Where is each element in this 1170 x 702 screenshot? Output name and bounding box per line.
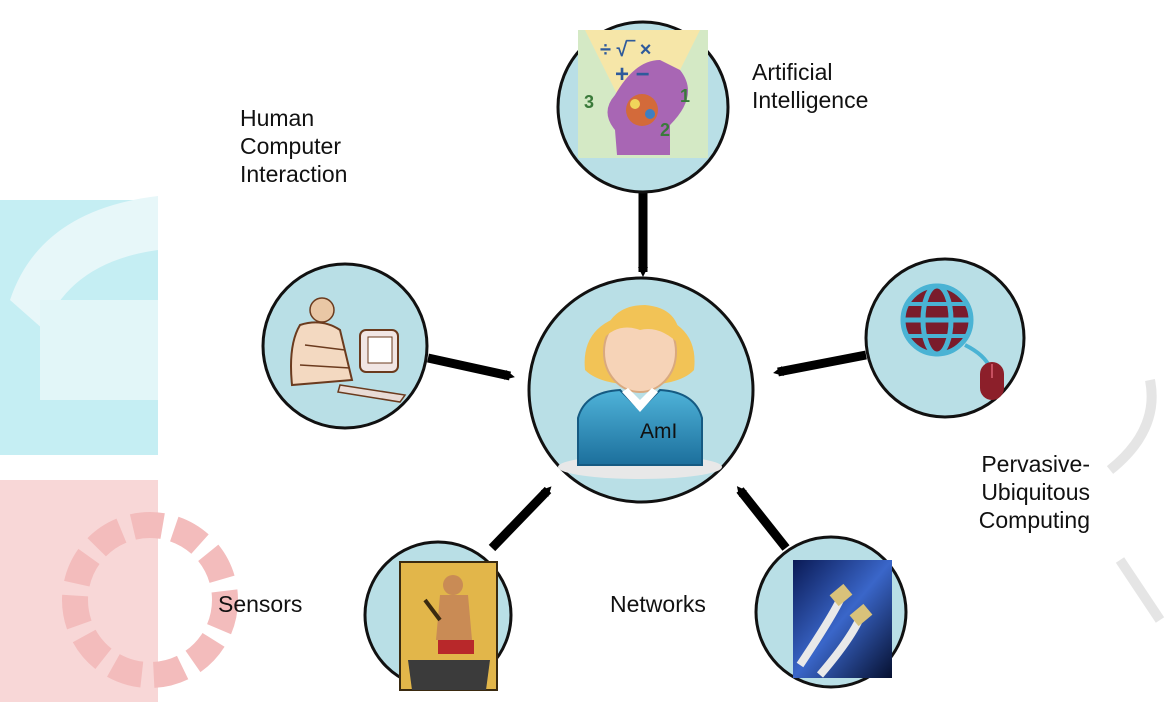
arrow-networks-to-center [736, 486, 790, 551]
watermark-teal-arc [10, 196, 158, 330]
ai-digit-1: 1 [680, 86, 690, 106]
globe-mouse-icon [900, 283, 1004, 400]
ai-plusminus-text: + − [615, 61, 650, 88]
node-hci-circle [261, 262, 429, 430]
watermark-teal-bar [40, 300, 158, 400]
node-networks [754, 535, 908, 689]
arrow-sensors-to-center [488, 486, 552, 552]
node-sensors-label: Sensors [218, 591, 303, 617]
node-hci-label: Human Computer Interaction [240, 105, 348, 187]
person-at-computer-icon [290, 297, 407, 403]
ai-ops-text: ÷ √‾ × [600, 39, 651, 61]
ai-digit-2: 2 [660, 120, 670, 140]
node-center [527, 276, 755, 504]
node-ai: ÷ √‾ × + − 1 2 3 [556, 20, 730, 194]
node-sensors [363, 540, 513, 691]
node-networks-label: Networks [610, 591, 706, 617]
arrow-hci-to-center [427, 353, 515, 381]
node-pervasive [864, 257, 1026, 419]
watermark-grey-arc [1106, 379, 1165, 623]
node-ai-label: Artificial Intelligence [752, 59, 869, 113]
ai-digit-3: 3 [584, 92, 594, 112]
network-cable-icon [793, 560, 892, 678]
arrows [427, 188, 867, 552]
ai-brain-icon: ÷ √‾ × + − 1 2 3 [578, 30, 708, 158]
node-center-label: AmI [640, 420, 678, 443]
athlete-sensor-icon [399, 561, 498, 691]
node-hci [261, 262, 429, 430]
user-avatar-icon [558, 305, 722, 479]
watermark-gear [62, 512, 238, 688]
node-pervasive-label: Pervasive- Ubiquitous Computing [978, 451, 1090, 533]
watermark-logo [0, 196, 1165, 702]
arrow-pervasive-to-center [773, 350, 867, 377]
